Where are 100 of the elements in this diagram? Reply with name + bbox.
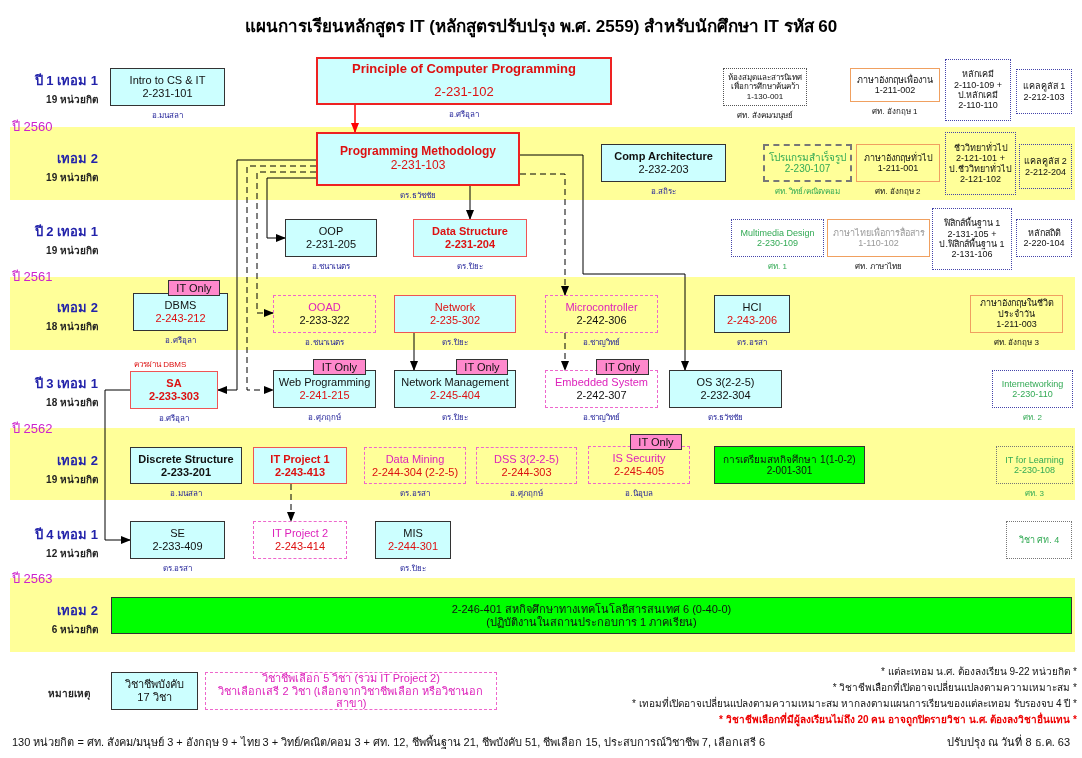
course-code: 1-110-102 [858,238,899,249]
course-box [476,447,577,484]
dashed-arrow [287,483,295,522]
dashed-arrow [256,171,317,317]
course-box [364,447,466,484]
course-box [970,295,1063,333]
course-title: ภาษาอังกฤษทั่วไป [863,152,933,163]
course-title: IT Project 2 [271,527,328,540]
course-code: 2-244-303 [501,465,552,479]
course-title: ภาษาอังกฤษในชีวิตประจำวัน [978,298,1055,320]
course-box [375,521,451,559]
annotation-text: อ.ชาญวิทย์ [581,337,622,349]
course-title: หลักสถิติ [1027,227,1061,238]
course-code: 2-242-307 [576,389,627,402]
annotation-text: ดร.ธวัชชัย [706,412,745,424]
course-title: โปรแกรมสำเร็จรูป [769,151,846,163]
page-title: แผนการเรียนหลักสูตร IT (หลักสูตรปรับปรุง พ.ศ. 2559) สำหรับนักศึกษา IT รหัส 60 [244,17,838,36]
course-box [588,446,690,484]
annotation-text: อ.ชนาเนตร [304,337,345,349]
course-box [1016,219,1072,257]
course-code: 2-231-103 [390,159,446,173]
note-text: * เทอมที่เปิดอาจเปลี่ยนแปลงตามความเหมาะสม หากลงตามแผนการเรียนของแต่ละเทอม รับรองจบ 4 ปี * [632,696,1077,711]
course-title: Comp Architecture [614,150,713,163]
course-title: Programming Methodology [340,145,496,159]
course-code: 2-231-205 [305,238,357,251]
arrow [104,389,131,544]
arrow [410,332,418,371]
course-title: DBMS [164,299,197,312]
course-box [932,208,1012,270]
course-code: 1-211-002 [874,85,916,96]
credits-label: 19 หน่วยกิต [46,473,98,487]
annotation-text: ศท. สังคม/มนุษย์ [736,110,794,122]
annotation-text: อ.ศรีอุลา [157,413,191,425]
course-box [856,144,940,182]
year-label: ปี 2560 [12,118,53,136]
annotation-text: ดร.อรสา [399,488,431,500]
annotation-text: ดร.ธวัชชัย [399,190,437,202]
course-title: Network Management [401,376,509,389]
course-title: Principle of Computer Programming [352,62,576,77]
course-title: ฟิสิกส์พื้นฐาน 1 [943,218,1001,229]
course-box [763,144,852,182]
course-code: 2-245-404 [429,389,481,402]
course-box [273,295,376,333]
key-box [205,672,497,710]
annotation-text: ศท. วิทย์/คณิต/คอม [774,186,841,198]
semester-label: ปี 2 เทอม 1 [34,223,98,241]
course-text: 2-110-109 + [953,79,1003,90]
credits-label: 19 หน่วยกิต [46,244,98,258]
course-code: วิชาเลือกเสรี 2 วิชา (เลือกจากวิชาชีพเลือก หรือวิชานอกสาขา) [217,684,485,710]
annotation-text: ศท. อังกฤษ 3 [992,337,1041,349]
course-code: 2-244-301 [387,540,439,553]
course-text: 2-131-105 + [947,228,997,239]
footer-text: 130 หน่วยกิต = ศท. สังคม/มนุษย์ 3 + อังกฤษ 9 + ไทย 3 + วิทย์/คณิต/คอม 3 + ศท. 12, ชีพพื้นฐาน 21, ชีพบังคับ 51, ชีพเลือก 15, ประสบการณ์วิชาชีพ 7, เลือกเสรี 6 [12,734,766,751]
course-box [945,59,1011,121]
course-code: 2-230-110 [1012,389,1053,400]
course-title: Multimedia Design [740,227,815,238]
note-text: * แต่ละเทอม น.ศ. ต้องลงเรียน 9-22 หน่วยกิต * [880,665,1077,679]
course-title: 2-246-401 สหกิจศึกษาทางเทคโนโลยีสารสนเทศ 6 (0-40-0) [451,602,732,616]
course-box [413,219,527,257]
annotation-text: ดร.ปิยะ [441,337,469,349]
course-title: วิชาชีพบังคับ [125,678,184,691]
credits-label: 12 หน่วยกิต [46,547,98,561]
note-text: * วิชาชีพเลือกที่มีผู้ลงเรียนไม่ถึง 20 คน อาจถูกปิดรายวิชา น.ศ. ต้องลงวิชาอื่นแทน * [719,712,1077,727]
course-title: วิชาชีพเลือก 5 วิชา (รวม IT Project 2) [262,672,440,685]
course-code: 2-230-108 [1013,465,1055,476]
annotation-text: อ.ศุภฤกษ์ [509,488,544,500]
course-box [827,219,930,257]
course-code: 2-231-101 [142,87,193,100]
annotation-text: ดร.อรสา [736,337,768,349]
annotation-text: ศท. 3 [1024,488,1045,500]
annotation-text: ดร.ปิยะ [399,563,427,575]
annotation-text: อ.สถิระ [649,186,678,198]
annotation-text: ศท. อังกฤษ 1 [871,106,919,118]
course-box [992,370,1073,408]
course-code: 17 วิชา [137,691,172,704]
course-bar [714,446,865,484]
year-label: ปี 2562 [12,420,53,438]
course-code: 2-001-301 [766,465,813,477]
course-code: 2-241-215 [299,389,350,402]
tag [596,359,649,375]
course-box [601,144,726,182]
credits-label: 18 หน่วยกิต [46,320,98,334]
year-label: ปี 2563 [12,570,53,588]
course-code: 2-243-206 [726,314,778,327]
course-title: IT for Learning [1005,454,1064,465]
course-title: ภาษาอังกฤษเพื่องาน [857,74,933,85]
course-box [996,446,1073,484]
course-title: IS Security [612,452,666,465]
course-code: 2-243-414 [274,540,326,553]
course-title: HCI [742,301,762,314]
course-title: ชีววิทยาทั่วไป [953,142,1008,154]
course-box [130,521,225,559]
course-code: 1-211-003 [996,319,1037,330]
course-title: Data Mining [385,452,445,466]
course-box [1016,69,1072,114]
semester-label: เทอม 2 [57,150,98,168]
annotation-text: อ.ศรีอุลา [164,335,197,347]
course-code: 2-244-304 (2-2-5) [371,465,459,479]
course-bar [111,597,1072,634]
course-box [316,57,612,105]
